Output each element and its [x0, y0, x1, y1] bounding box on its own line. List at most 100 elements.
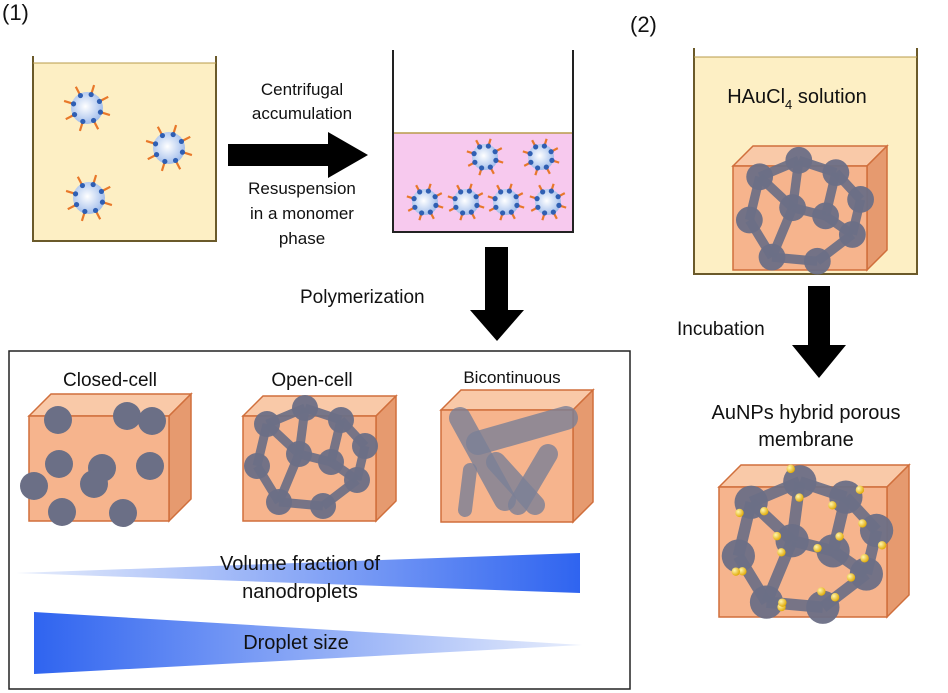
- surfactant-head: [453, 204, 459, 210]
- nanodroplet: [487, 183, 525, 221]
- droplet-core: [493, 189, 519, 215]
- surfactant-head: [458, 189, 464, 195]
- droplet-core: [528, 144, 554, 170]
- surfactant-tail: [145, 139, 155, 145]
- volume-fraction-label-1: Volume fraction of: [220, 553, 381, 575]
- pore: [286, 441, 312, 467]
- gold-nanoparticle: [778, 598, 787, 607]
- surfactant-head: [550, 209, 556, 215]
- bicontinuous-cube: [439, 388, 595, 524]
- surfactant-head: [479, 165, 485, 171]
- pore: [266, 489, 292, 515]
- volume-fraction-label-2: nanodroplets: [242, 581, 358, 603]
- surfactant-head: [90, 181, 96, 188]
- label-bicontinuous: Bicontinuous: [463, 368, 560, 387]
- nanodroplet: [466, 138, 504, 176]
- arrow-label-top-1: Centrifugal: [261, 80, 343, 99]
- surfactant-tail: [76, 176, 83, 185]
- surfactant-head: [452, 196, 458, 202]
- surfactant-head: [548, 188, 554, 194]
- surfactant-head: [468, 209, 474, 215]
- polymerization-arrow: [470, 247, 524, 341]
- closed-pore: [48, 498, 76, 526]
- incubation-label: Incubation: [677, 319, 765, 340]
- surfactant-head: [466, 188, 472, 194]
- solution-label: HAuCl4 solution: [727, 86, 867, 112]
- surfactant-head: [411, 196, 417, 202]
- pore: [816, 534, 850, 568]
- pore: [812, 202, 839, 230]
- label-closed-cell: Closed-cell: [63, 370, 157, 391]
- closed-pore: [80, 470, 108, 498]
- gold-nanoparticle: [830, 593, 840, 602]
- pore: [254, 411, 280, 437]
- surfactant-head: [417, 189, 423, 195]
- pore: [859, 513, 894, 548]
- surfactant-tail: [156, 126, 163, 135]
- surfactant-tail: [172, 124, 178, 134]
- pore: [779, 194, 807, 222]
- surfactant-head: [541, 143, 547, 149]
- gold-nanoparticle: [795, 493, 804, 502]
- surfactant-head: [71, 111, 78, 118]
- arrow-label-bottom-2: in a monomer: [250, 204, 354, 223]
- surfactant-head: [500, 210, 506, 216]
- arrow-label-top-2: accumulation: [252, 104, 352, 123]
- nanodroplet: [63, 84, 111, 132]
- pore: [803, 247, 831, 275]
- surfactant-head: [172, 157, 179, 164]
- surfactant-head: [77, 92, 84, 99]
- surfactant-head: [492, 149, 498, 155]
- surfactant-head: [474, 202, 480, 208]
- gold-nanoparticle: [731, 567, 740, 576]
- surfactant-head: [528, 159, 534, 165]
- surfactant-tail: [67, 204, 76, 211]
- surfactant-head: [97, 109, 104, 115]
- surfactant-head: [534, 196, 540, 202]
- closed-pore: [113, 402, 141, 430]
- pore: [847, 186, 874, 213]
- label-open-cell: Open-cell: [271, 370, 352, 391]
- cube-side-face: [168, 392, 192, 523]
- pore: [328, 407, 354, 433]
- bicontinuous-channel: [466, 406, 578, 455]
- closed-pore: [44, 406, 72, 434]
- surfactant-head: [80, 118, 86, 125]
- panel-label-2: (2): [630, 12, 657, 37]
- product-label-1: AuNPs hybrid porous: [712, 402, 901, 424]
- gold-nanoparticle: [735, 508, 744, 518]
- surfactant-tail: [100, 95, 109, 102]
- droplet-core: [472, 144, 498, 170]
- surfactant-tail: [182, 135, 191, 142]
- surfactant-head: [159, 132, 166, 139]
- solution-subscript: 4: [785, 97, 792, 112]
- pore: [352, 433, 378, 459]
- surfactant-head: [543, 164, 549, 170]
- pore: [749, 585, 784, 619]
- surfactant-head: [555, 194, 561, 200]
- surfactant-head: [472, 159, 478, 165]
- surfactant-head: [99, 199, 106, 205]
- surfactant-head: [540, 189, 546, 195]
- bicontinuous-channel: [508, 444, 558, 515]
- closed-pore: [136, 452, 164, 480]
- droplet-core: [153, 132, 185, 164]
- bicontinuous-channel: [458, 463, 477, 517]
- surfactant-head: [473, 194, 479, 200]
- closed-pore: [45, 450, 73, 478]
- nanodroplet: [529, 183, 567, 221]
- gold-nanoparticle: [846, 573, 856, 582]
- surfactant-head: [492, 196, 498, 202]
- surfactant-head: [73, 201, 80, 208]
- surfactant-tail: [80, 212, 86, 222]
- surfactant-tail: [74, 86, 81, 95]
- surfactant-tail: [65, 189, 75, 195]
- surfactant-head: [471, 151, 477, 157]
- gold-nanoparticle: [738, 567, 747, 576]
- polymerization-label: Polymerization: [300, 287, 425, 308]
- closed-pore: [138, 407, 166, 435]
- gold-nanoparticle: [777, 548, 786, 557]
- surfactant-head: [82, 208, 88, 215]
- pore: [310, 493, 336, 519]
